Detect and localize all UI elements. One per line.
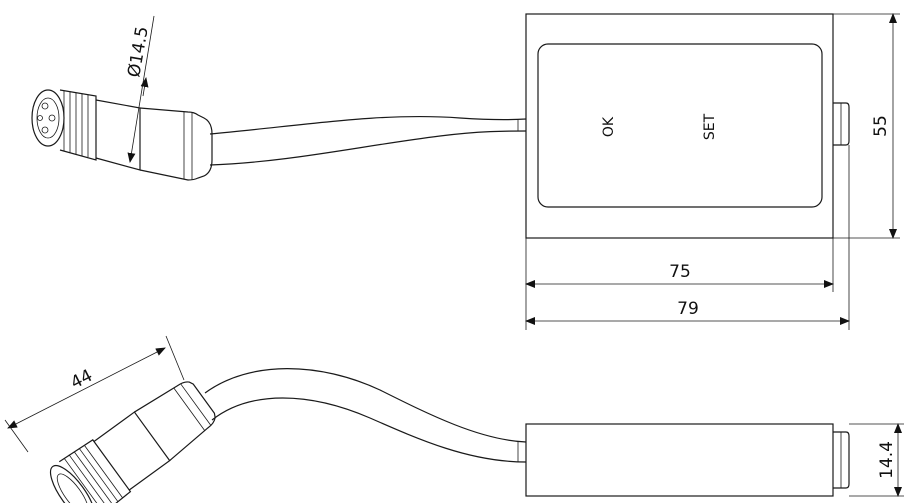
set-button-label: SET (702, 113, 718, 140)
outer-width-label: 79 (677, 299, 699, 319)
top-view: OK SET (31, 13, 900, 330)
connector-length-dimension: 44 (4, 335, 185, 453)
inner-width-label: 75 (669, 262, 691, 282)
cable-side (204, 368, 527, 463)
connector-side (49, 381, 216, 503)
connector-length-label: 44 (68, 366, 96, 394)
width-dimensions: 75 79 (525, 145, 850, 330)
device-housing-top (525, 13, 850, 239)
thickness-label: 14.4 (877, 441, 897, 479)
height-dimension: 55 (833, 13, 900, 239)
thickness-dimension: 14.4 (849, 423, 904, 497)
device-housing-side (525, 423, 850, 497)
height-label: 55 (871, 115, 891, 137)
cable-top (209, 115, 527, 166)
ok-button-label: OK (601, 116, 617, 137)
diameter-label: Ø14.5 (124, 25, 153, 79)
side-view: 44 14.4 (4, 335, 904, 503)
connector-top (31, 89, 213, 181)
diameter-dimension: Ø14.5 (124, 15, 155, 163)
